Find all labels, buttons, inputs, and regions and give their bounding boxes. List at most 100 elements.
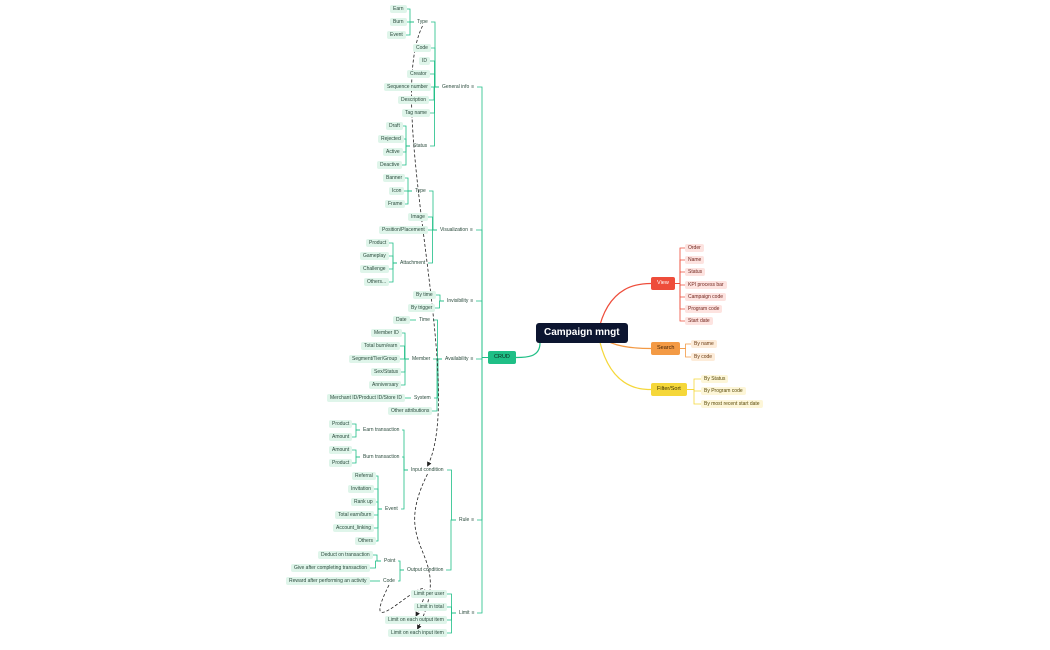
node-active[interactable]: Active (383, 148, 403, 156)
node-status[interactable]: Status (410, 142, 430, 150)
node-icon[interactable]: Icon (389, 187, 405, 195)
node-product[interactable]: Product (366, 239, 390, 247)
node-anniversary[interactable]: Anniversary (369, 381, 402, 389)
node-gameplay[interactable]: Gameplay (360, 252, 389, 260)
edge-s2 (680, 348, 691, 358)
node-visualization[interactable]: Visualization≡ (437, 226, 476, 234)
node-sequence-number[interactable]: Sequence number (384, 83, 431, 91)
node-frame[interactable]: Frame (385, 200, 406, 208)
node-label: Limit per user (414, 591, 445, 597)
notes-icon[interactable]: ≡ (471, 610, 475, 616)
node-search[interactable]: Search (651, 341, 681, 355)
node-point[interactable]: Point (381, 557, 398, 565)
node-member-id[interactable]: Member ID (371, 329, 402, 337)
node-banner[interactable]: Banner (383, 174, 406, 182)
node-others[interactable]: Others (355, 537, 377, 545)
node-name[interactable]: Name (685, 256, 705, 264)
notes-icon[interactable]: ≡ (470, 356, 474, 362)
node-deduct-on-transaction[interactable]: Deduct on transaction (318, 551, 373, 559)
node-rule[interactable]: Rule≡ (456, 516, 477, 524)
node-referral[interactable]: Referral (352, 472, 376, 480)
node-event[interactable]: Event (387, 31, 406, 39)
node-total-earn-burn[interactable]: Total earn/burn (335, 511, 375, 519)
node-reward-after-performing-an-activity[interactable]: Reward after performing an activity (286, 577, 370, 585)
node-output-condition[interactable]: Output condition (404, 566, 446, 574)
node-product[interactable]: Product (329, 459, 353, 467)
node-deactive[interactable]: Deactive (377, 161, 403, 169)
node-by-name[interactable]: By name (691, 340, 717, 348)
node-earn[interactable]: Earn (390, 5, 407, 13)
node-campaign-mngt[interactable]: Campaign mngt (536, 323, 628, 343)
notes-icon[interactable]: ≡ (471, 84, 475, 90)
node-description[interactable]: Description (398, 96, 430, 104)
node-code[interactable]: Code (380, 577, 398, 585)
node-limit-in-total[interactable]: Limit in total (414, 603, 447, 611)
node-rejected[interactable]: Rejected (378, 135, 404, 143)
node-limit[interactable]: Limit≡ (456, 609, 477, 617)
node-amount[interactable]: Amount (329, 433, 353, 441)
node-label: Segment/Tier/Group (352, 356, 398, 362)
node-by-trigger[interactable]: By trigger (408, 304, 436, 312)
node-segment-tier-group[interactable]: Segment/Tier/Group (349, 355, 401, 363)
node-member[interactable]: Member (409, 355, 433, 363)
node-challenge[interactable]: Challenge (360, 265, 389, 273)
node-merchant-id-product-id-store-id[interactable]: Merchant ID/Product ID/Store ID (327, 394, 405, 402)
node-date[interactable]: Date (393, 316, 410, 324)
edge-vz_oth (389, 262, 397, 283)
node-burn-transaction[interactable]: Burn transaction (360, 453, 402, 461)
node-image[interactable]: Image (408, 213, 428, 221)
node-invisibility[interactable]: Invisibility≡ (444, 297, 476, 305)
node-code[interactable]: Code (413, 44, 431, 52)
node-earn-transaction[interactable]: Earn transaction (360, 426, 402, 434)
node-sex-status[interactable]: Sex/Status (371, 368, 402, 376)
node-start-date[interactable]: Start date (685, 317, 713, 325)
node-by-time[interactable]: By time (413, 291, 436, 299)
node-creator[interactable]: Creator (407, 70, 430, 78)
node-draft[interactable]: Draft (386, 122, 403, 130)
node-by-code[interactable]: By code (691, 353, 716, 361)
node-event[interactable]: Event (382, 505, 401, 513)
node-account-linking[interactable]: Account_linking (333, 524, 375, 532)
notes-icon[interactable]: ≡ (471, 517, 475, 523)
node-other-attributions[interactable]: Other attributions (388, 407, 433, 415)
node-campaign-code[interactable]: Campaign code (685, 293, 727, 301)
node-tag-name[interactable]: Tag name (402, 109, 430, 117)
node-view[interactable]: View (651, 276, 675, 290)
node-amount[interactable]: Amount (329, 446, 353, 454)
node-rank-up[interactable]: Rank up (351, 498, 376, 506)
node-general-info[interactable]: General info≡ (439, 83, 477, 91)
edge-r_out (446, 519, 456, 571)
node-limit-on-each-output-item[interactable]: Limit on each output item (385, 616, 447, 624)
node-id[interactable]: ID (419, 57, 430, 65)
node-total-burn-earn[interactable]: Total burn/earn (361, 342, 401, 350)
node-limit-per-user[interactable]: Limit per user (411, 590, 448, 598)
notes-icon[interactable]: ≡ (470, 298, 474, 304)
node-time[interactable]: Time (416, 316, 433, 324)
node-input-condition[interactable]: Input condition (408, 466, 447, 474)
node-label: Invitation (351, 486, 372, 492)
node-give-after-completing-transaction[interactable]: Give after completing transaction (291, 564, 371, 572)
node-by-most-recent-start-date[interactable]: By most recent start date (701, 400, 763, 408)
node-by-program-code[interactable]: By Program code (701, 387, 746, 395)
node-filter-sort[interactable]: Filter/Sort (651, 382, 687, 396)
node-position-placement[interactable]: Position/Placement (379, 226, 428, 234)
node-system[interactable]: System (411, 394, 434, 402)
node-burn[interactable]: Burn (390, 18, 407, 26)
node-others[interactable]: Others... (364, 278, 390, 286)
notes-icon[interactable]: ≡ (469, 227, 473, 233)
node-crud[interactable]: CRUD (488, 350, 516, 364)
node-order[interactable]: Order (685, 244, 704, 252)
node-limit-on-each-input-item[interactable]: Limit on each input item (388, 629, 447, 637)
node-invitation[interactable]: Invitation (348, 485, 375, 493)
node-status[interactable]: Status (685, 268, 706, 276)
node-attachment[interactable]: Attachment (397, 259, 428, 267)
node-type[interactable]: Type (414, 18, 431, 26)
node-kpi-process-bar[interactable]: KPI process bar (685, 281, 727, 289)
node-availability[interactable]: Availability≡ (442, 355, 476, 363)
node-label: Anniversary (372, 382, 399, 388)
node-product[interactable]: Product (329, 420, 353, 428)
node-by-status[interactable]: By Status (701, 375, 729, 383)
node-type[interactable]: Type (412, 187, 429, 195)
node-program-code[interactable]: Program code (685, 305, 723, 313)
